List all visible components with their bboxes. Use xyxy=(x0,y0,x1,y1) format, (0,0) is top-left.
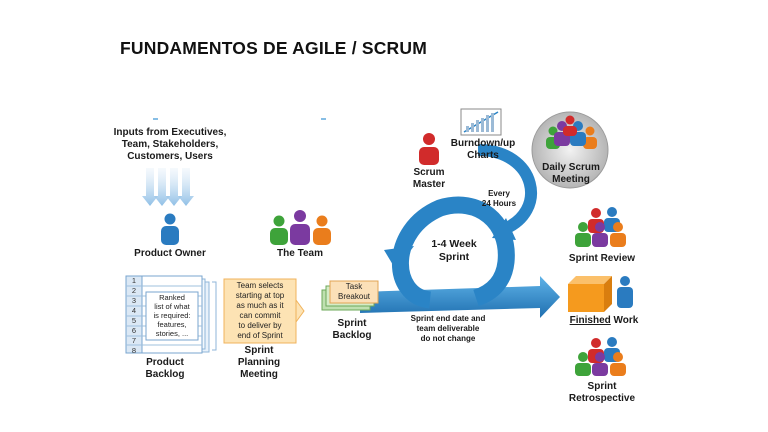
sprint-end-label: Sprint end date and team deliverable do … xyxy=(400,314,496,344)
inputs-line-1: Inputs from Executives, xyxy=(113,127,227,138)
backlog-row-number: 7 xyxy=(131,336,137,345)
inputs-line-3: Customers, Users xyxy=(127,151,213,162)
sprint-length-line: 1-4 Week xyxy=(431,238,477,250)
scrum-master-label: Scrum Master xyxy=(404,167,454,191)
backlog-note-line: stories, ... xyxy=(155,329,189,338)
sprint-end-line: do not change xyxy=(420,334,476,343)
product-backlog-list xyxy=(125,275,210,354)
sprint-planning-note xyxy=(223,278,305,344)
burndown-chart-icon xyxy=(460,108,502,136)
backlog-row-number: 4 xyxy=(131,306,137,315)
sprint-planning-line: Planning xyxy=(237,357,281,368)
planning-note: Team selects starting at top as much as … xyxy=(224,281,296,341)
planning-note-line: Team selects xyxy=(236,281,284,290)
daily-scrum-line: Daily Scrum xyxy=(542,162,600,173)
backlog-note-line: Ranked xyxy=(159,293,185,302)
backlog-row-number: 3 xyxy=(131,296,137,305)
task-breakout-label: Task Breakout xyxy=(330,282,378,302)
planning-note-line: to deliver by xyxy=(238,321,282,330)
backlog-note-line: is required: xyxy=(153,311,191,320)
team-icon xyxy=(270,210,331,245)
backlog-note: Ranked list of what is required: feature… xyxy=(146,293,198,338)
product-backlog-line: Product xyxy=(146,357,184,368)
backlog-row-number: 6 xyxy=(131,326,137,335)
task-breakout-line: Breakout xyxy=(337,292,371,301)
product-backlog-label: Product Backlog xyxy=(130,357,200,381)
daily-scrum-label: Daily Scrum Meeting xyxy=(536,162,606,186)
sprint-backlog-label: Sprint Backlog xyxy=(320,318,384,342)
sprint-end-line: team deliverable xyxy=(416,324,480,333)
backlog-row-numbers: 1 2 3 4 5 6 7 8 xyxy=(127,276,141,356)
retrospective-label: Sprint Retrospective xyxy=(560,381,644,405)
every-24-line: Every xyxy=(488,189,510,198)
daily-scrum-icon xyxy=(531,111,609,189)
finished-work-label: Finished Work xyxy=(556,315,652,327)
team-label: The Team xyxy=(277,248,323,259)
finished-word: Finished xyxy=(569,315,611,326)
backlog-row-number: 1 xyxy=(131,276,137,285)
product-owner-icon xyxy=(161,213,179,245)
burndown-line: Charts xyxy=(467,150,499,161)
sprint-end-line: Sprint end date and xyxy=(410,314,486,323)
backlog-row-number: 2 xyxy=(131,286,137,295)
every-24-hours-label: Every 24 Hours xyxy=(478,189,520,209)
product-backlog-line: Backlog xyxy=(145,369,185,380)
scrum-master-icon xyxy=(419,133,439,165)
backlog-row-number: 8 xyxy=(131,346,137,355)
work-word: Work xyxy=(610,315,639,326)
planning-note-line: end of Sprint xyxy=(237,331,283,340)
inputs-label: Inputs from Executives, Team, Stakeholde… xyxy=(108,127,232,163)
sprint-cycle-arrow xyxy=(360,144,560,318)
sprint-planning-line: Meeting xyxy=(240,369,278,380)
task-breakout-line: Task xyxy=(345,282,363,291)
sprint-length-line: Sprint xyxy=(438,251,470,263)
inputs-line-2: Team, Stakeholders, xyxy=(121,139,219,150)
inputs-arrows-icon xyxy=(142,168,194,206)
sprint-length-label: 1-4 Week Sprint xyxy=(424,238,484,264)
planning-note-line: can commit xyxy=(239,311,281,320)
backlog-row-number: 5 xyxy=(131,316,137,325)
planning-note-line: as much as it xyxy=(236,301,284,310)
retrospective-line: Sprint xyxy=(587,381,617,392)
backlog-note-line: list of what xyxy=(154,302,190,311)
sprint-review-icon xyxy=(575,207,626,247)
scrum-master-line: Master xyxy=(412,179,446,190)
backlog-note-line: features, xyxy=(157,320,187,329)
finished-work-icon xyxy=(568,276,633,312)
sprint-backlog-cards xyxy=(321,280,379,311)
burndown-label: Burndown/up Charts xyxy=(446,138,520,162)
planning-note-line: starting at top xyxy=(235,291,285,300)
daily-scrum-line: Meeting xyxy=(552,174,590,185)
sprint-backlog-line: Sprint xyxy=(337,318,367,329)
sprint-review-label: Sprint Review xyxy=(568,253,636,264)
scrum-master-line: Scrum xyxy=(413,167,445,178)
page-title: FUNDAMENTOS DE AGILE / SCRUM xyxy=(120,38,427,58)
burndown-line: Burndown/up xyxy=(450,138,516,149)
product-owner-label: Product Owner xyxy=(134,248,206,259)
every-24-line: 24 Hours xyxy=(481,199,517,208)
sprint-planning-label: Sprint Planning Meeting xyxy=(226,345,292,381)
sprint-backlog-line: Backlog xyxy=(332,330,372,341)
retrospective-line: Retrospective xyxy=(568,393,636,404)
sprint-planning-line: Sprint xyxy=(244,345,274,356)
sprint-retrospective-icon xyxy=(575,337,626,376)
